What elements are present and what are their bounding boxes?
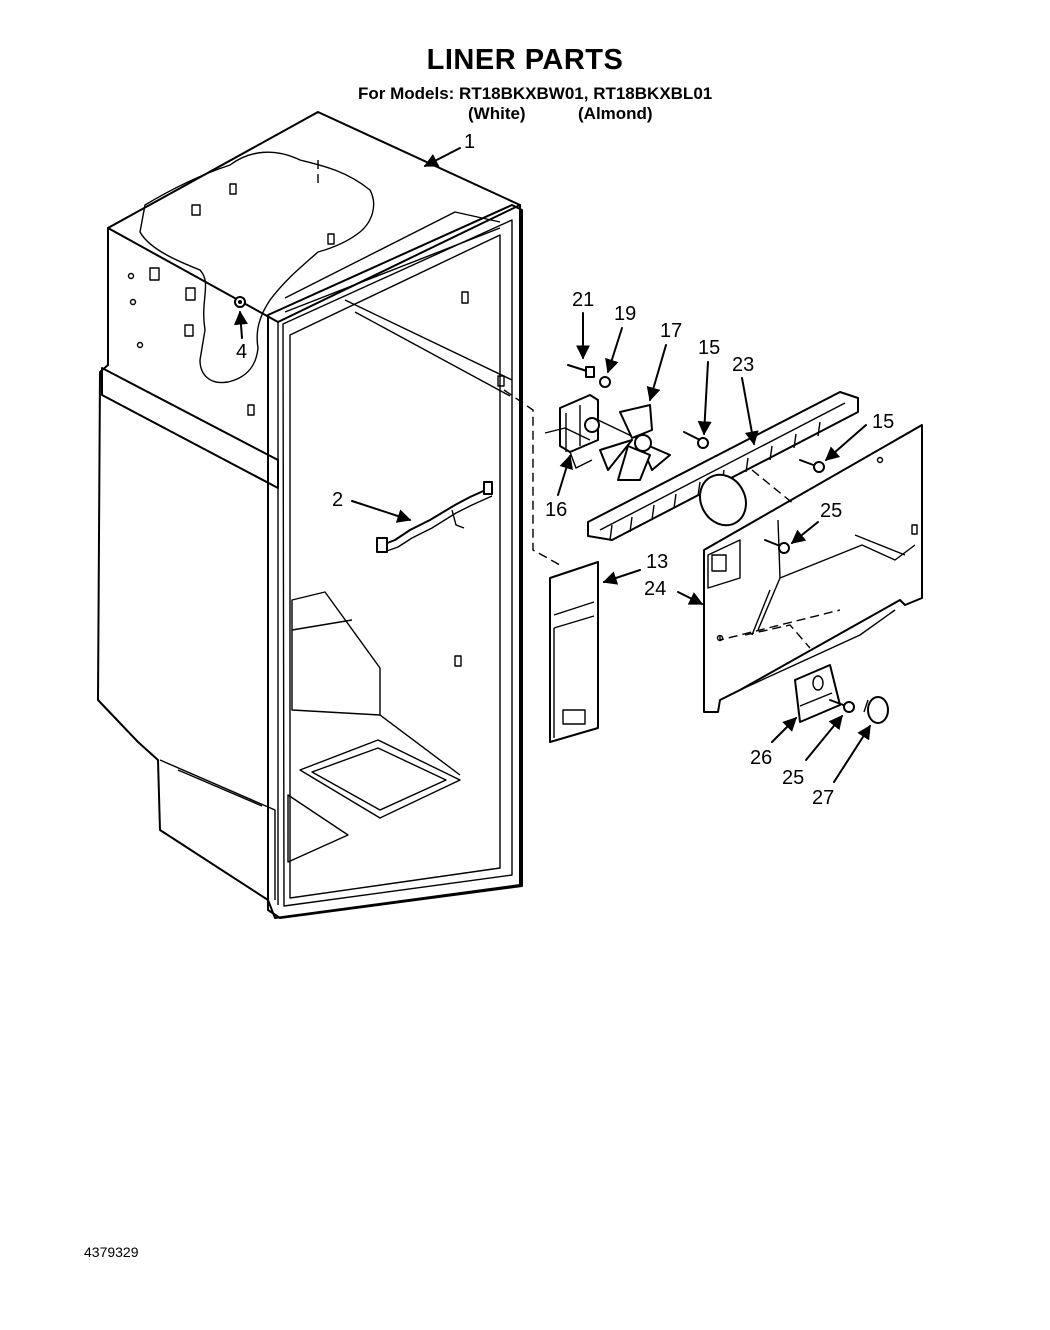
liner-assembly [97,111,561,919]
callout-23: 23 [732,354,754,376]
callout-26: 26 [750,747,772,769]
rear-panel [703,424,923,713]
callout-25-upper: 25 [820,500,842,522]
document-number: 4379329 [84,1244,139,1260]
wire-harness [376,481,493,553]
models-line: For Models: RT18BKXBW01, RT18BKXBL01 [358,84,713,103]
page-title: LINER PARTS [426,44,624,76]
callouts: 1 4 2 21 19 17 15 23 15 16 25 13 24 26 2… [233,131,894,809]
callout-4: 4 [236,341,247,363]
callout-24: 24 [644,578,666,600]
callout-17: 17 [660,320,682,342]
callout-13: 13 [646,551,668,573]
callout-25-lower: 25 [782,767,804,789]
fan-motor-assembly [544,364,709,481]
variant-white: (White) [468,104,526,123]
control-parts [794,664,889,724]
evaporator-cover [587,391,859,541]
callout-1: 1 [464,131,475,153]
callout-27: 27 [812,787,834,809]
variant-almond: (Almond) [578,104,653,123]
callout-2: 2 [332,489,343,511]
callout-15-left: 15 [698,337,720,359]
air-duct [549,561,599,743]
callout-21: 21 [572,289,594,311]
callout-16: 16 [545,499,567,521]
callout-15-right: 15 [872,411,894,433]
callout-19: 19 [614,303,636,325]
